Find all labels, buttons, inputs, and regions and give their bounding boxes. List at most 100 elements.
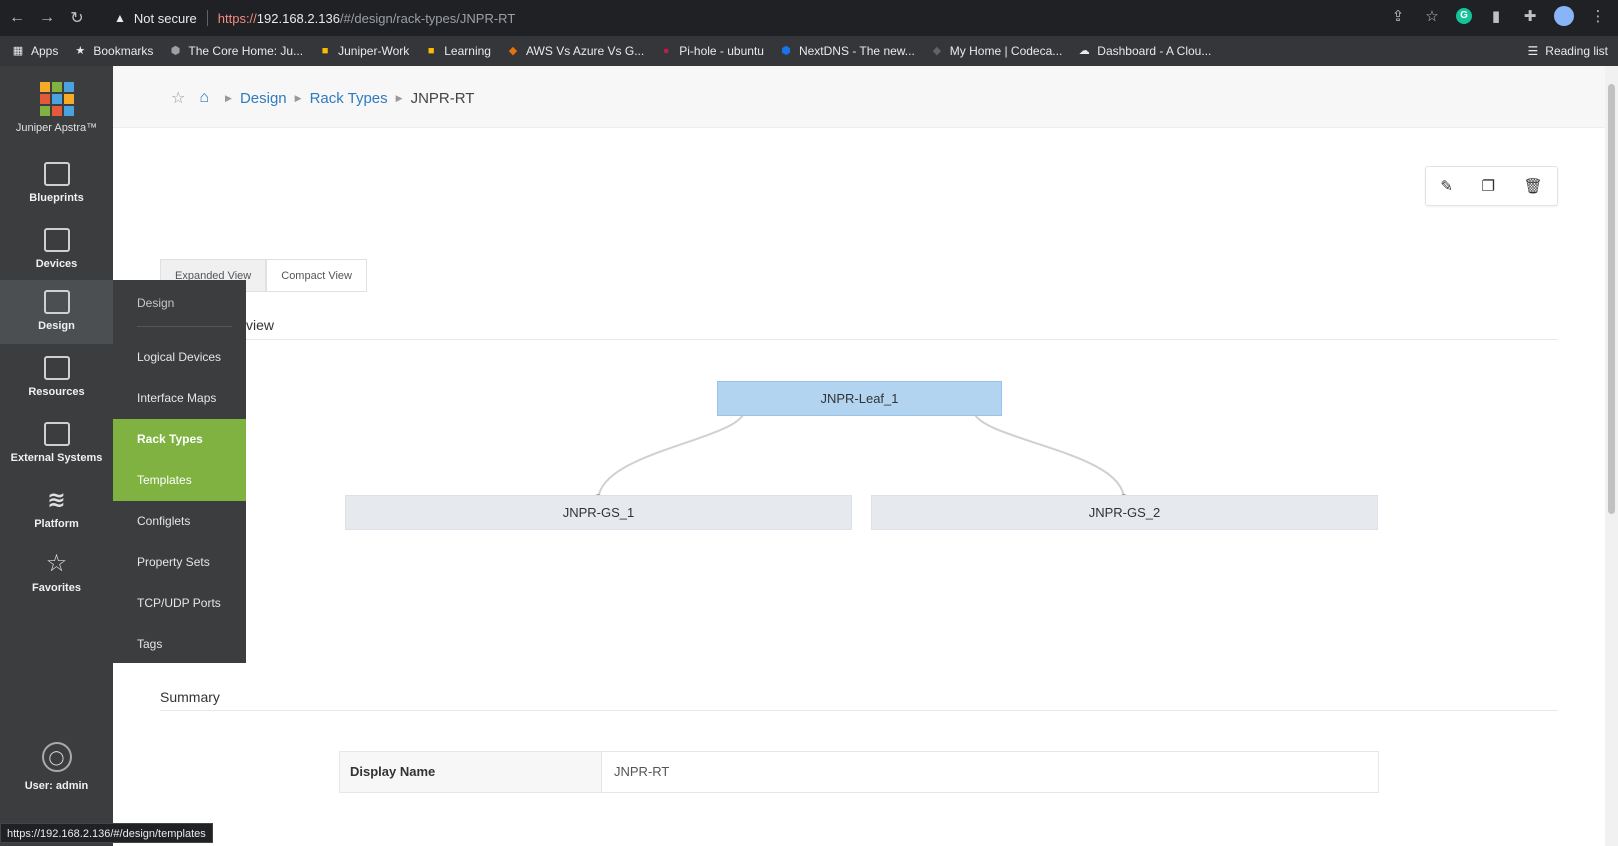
address-bar[interactable]: ▲ Not secure https://192.168.2.136/#/des…: [104, 5, 1404, 31]
url-scheme: https://: [217, 10, 257, 26]
bookmarks-bar: ▦Apps ★ Bookmarks ⬢ The Core Home: Ju... ■Jun…: [0, 36, 1618, 66]
extension-icon[interactable]: ▮: [1491, 8, 1501, 25]
generic-system-node[interactable]: JNPR-GS_2: [871, 495, 1378, 530]
bookmark-label: The Core Home: Ju...: [188, 44, 304, 58]
clone-icon[interactable]: ❐: [1481, 178, 1495, 195]
divider: [137, 326, 232, 327]
bookmark-label: Bookmarks: [93, 44, 154, 58]
bookmark-item[interactable]: ⬢NextDNS - The new...: [780, 44, 915, 58]
bookmark-item[interactable]: ■ Learning: [425, 44, 491, 58]
star-icon: ★: [75, 45, 86, 57]
bookmark-item[interactable]: ●Pi-hole - ubuntu: [660, 44, 764, 58]
sidebar-item-favorites[interactable]: ☆ Favorites: [0, 542, 113, 606]
submenu-item-tags[interactable]: Tags: [137, 637, 163, 651]
bookmark-star-icon[interactable]: ☆: [1425, 8, 1439, 25]
sidebar-item-resources[interactable]: Resources: [0, 346, 113, 410]
blueprints-icon: [43, 162, 70, 186]
sidebar-item-label: Favorites: [32, 582, 81, 594]
breadcrumb-separator-icon: ▶: [294, 92, 302, 103]
sidebar-item-design[interactable]: Design: [0, 280, 113, 344]
sidebar-item-label: External Systems: [10, 452, 103, 464]
design-icon: [43, 290, 70, 314]
folder-icon: ■: [427, 45, 435, 57]
scrollbar-thumb[interactable]: [1608, 84, 1615, 514]
user-label: User: admin: [24, 780, 89, 792]
bookmark-label: Pi-hole - ubuntu: [679, 44, 764, 58]
submenu-item-templates[interactable]: Templates: [113, 460, 246, 501]
design-submenu: Design Logical Devices Interface Maps Ra…: [113, 280, 246, 663]
submenu-item-logical-devices[interactable]: Logical Devices: [137, 350, 222, 364]
profile-avatar-icon[interactable]: [1554, 6, 1574, 26]
sidebar-item-external-systems[interactable]: External Systems: [0, 412, 113, 476]
reading-list-icon: ☰: [1527, 44, 1539, 58]
layers-icon: ≋: [47, 487, 66, 512]
generic-system-node[interactable]: JNPR-GS_1: [345, 495, 852, 530]
preview-heading: view: [246, 317, 275, 333]
breadcrumb-rack-types[interactable]: Rack Types: [309, 89, 388, 107]
reload-icon[interactable]: ↻: [70, 10, 84, 27]
grammarly-extension-icon[interactable]: G: [1456, 8, 1472, 24]
folder-icon: ■: [321, 45, 329, 57]
bookmark-item[interactable]: ■Juniper-Work: [319, 44, 409, 58]
submenu-item-configlets[interactable]: Configlets: [137, 514, 191, 528]
bookmark-item[interactable]: ⬢ The Core Home: Ju...: [169, 44, 304, 58]
shield-icon: ⬢: [781, 45, 791, 57]
bookmark-item[interactable]: ◆My Home | Codeca...: [931, 44, 1063, 58]
submenu-item-property-sets[interactable]: Property Sets: [137, 555, 210, 569]
warning-icon: ▲: [114, 11, 126, 25]
breadcrumb-separator-icon: ▶: [225, 92, 232, 103]
view-toggle: Expanded View Compact View: [160, 259, 367, 292]
delete-icon[interactable]: 🗑: [1523, 178, 1543, 195]
user-menu[interactable]: ◯ User: admin: [0, 742, 113, 792]
bookmark-item[interactable]: ▦Apps: [12, 44, 59, 58]
sidebar-item-devices[interactable]: Devices: [0, 218, 113, 282]
breadcrumb-design[interactable]: Design: [239, 89, 287, 107]
kebab-menu-icon[interactable]: ⋮: [1590, 8, 1606, 25]
star-icon: ☆: [45, 550, 68, 577]
sidebar-item-blueprints[interactable]: Blueprints: [0, 152, 113, 216]
apstra-logo-icon: [39, 82, 74, 116]
bookmark-item[interactable]: ◆AWS Vs Azure Vs G...: [507, 44, 645, 58]
submenu-item-rack-types[interactable]: Rack Types: [113, 419, 246, 460]
breadcrumb: ☆ ⌂ ▶ Design ▶ Rack Types ▶ JNPR-RT: [171, 88, 474, 108]
sidebar-item-platform[interactable]: ≋ Platform: [0, 478, 113, 542]
brand-name: Juniper Apstra™: [15, 122, 98, 134]
submenu-item-interface-maps[interactable]: Interface Maps: [137, 391, 217, 405]
divider: [160, 339, 1558, 340]
bookmark-item[interactable]: ☁Dashboard - A Clou...: [1078, 44, 1212, 58]
sidebar-item-label: Resources: [28, 386, 85, 398]
summary-table: Display Name JNPR-RT: [339, 751, 1379, 793]
forward-icon[interactable]: →: [39, 9, 55, 26]
apps-grid-icon: ▦: [12, 45, 24, 57]
external-systems-icon: [43, 422, 70, 446]
back-icon[interactable]: ←: [9, 9, 25, 26]
site-icon: ◆: [932, 45, 942, 57]
home-icon[interactable]: ⌂: [199, 89, 210, 106]
main-sidebar: Juniper Apstra™ Blueprints Devices Desig…: [0, 66, 113, 846]
sidebar-item-label: Design: [38, 320, 75, 332]
compact-view-button[interactable]: Compact View: [266, 259, 367, 292]
page-scrollbar[interactable]: [1605, 66, 1618, 846]
breadcrumb-separator-icon: ▶: [395, 92, 403, 103]
favorite-star-icon[interactable]: ☆: [171, 90, 186, 107]
summary-heading: Summary: [160, 689, 220, 705]
brand-logo[interactable]: Juniper Apstra™: [0, 82, 113, 134]
reading-list-button[interactable]: ☰ Reading list: [1528, 36, 1608, 66]
reading-list-label: Reading list: [1545, 44, 1608, 58]
leaf-node[interactable]: JNPR-Leaf_1: [717, 381, 1002, 416]
puzzle-extensions-icon[interactable]: ✚: [1523, 8, 1537, 25]
security-label: Not secure: [133, 10, 197, 26]
edit-icon[interactable]: ✎: [1440, 178, 1453, 195]
sidebar-item-label: Devices: [35, 258, 78, 270]
bookmark-item[interactable]: ★ Bookmarks: [74, 44, 153, 58]
browser-toolbar: ← → ↻ ▲ Not secure https://192.168.2.136…: [0, 0, 1618, 36]
cloud-icon: ☁: [1078, 45, 1090, 57]
shield-icon: ⬢: [170, 45, 181, 57]
breadcrumb-current: JNPR-RT: [410, 89, 475, 107]
bookmark-label: Learning: [444, 44, 491, 58]
link-status-bar: https://192.168.2.136/#/design/templates: [0, 823, 213, 843]
user-icon: ◯: [41, 742, 72, 772]
share-icon[interactable]: ⇪: [1391, 8, 1405, 25]
submenu-item-tcp-udp-ports[interactable]: TCP/UDP Ports: [137, 596, 221, 610]
sidebar-item-label: Blueprints: [29, 192, 84, 204]
